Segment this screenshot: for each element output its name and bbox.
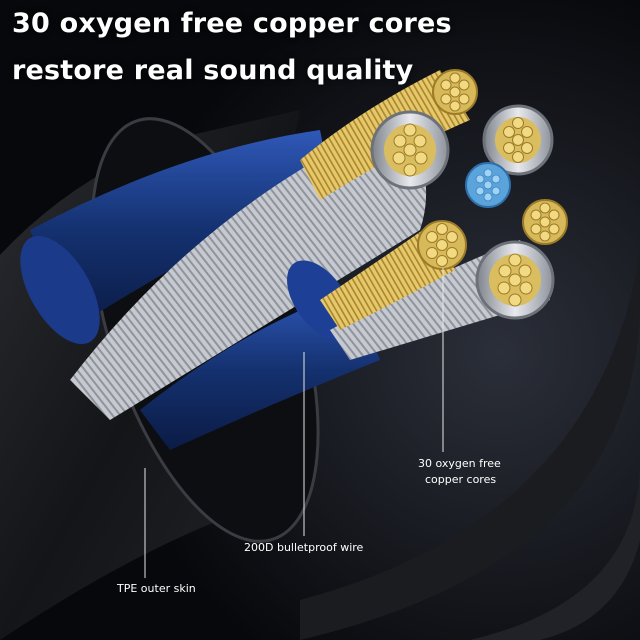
core-gold-upper <box>432 69 478 115</box>
outer-skin-arc-right <box>470 460 640 640</box>
core-gold-middle <box>417 220 467 270</box>
outer-skin-arc-top <box>300 250 640 640</box>
core-silver-ring-upper-left <box>370 110 450 190</box>
inner-sleeve-large <box>30 130 330 330</box>
callout-tpe-outer-skin: TPE outer skin <box>117 582 196 595</box>
core-silver-ring-upper-right <box>482 104 554 176</box>
callout-bulletproof-wire: 200D bulletproof wire <box>244 541 364 554</box>
callout-copper-cores-line-1: 30 oxygen free <box>418 457 501 470</box>
core-silver-ring-lower <box>475 240 555 320</box>
core-gold-right <box>522 199 568 245</box>
headline-line-1: 30 oxygen free copper cores <box>12 8 452 39</box>
callout-copper-cores-line-2: copper cores <box>425 473 497 486</box>
core-blue-center <box>465 162 511 208</box>
inner-sleeve-large-end <box>20 235 100 345</box>
headline-line-2: restore real sound quality <box>12 55 414 86</box>
